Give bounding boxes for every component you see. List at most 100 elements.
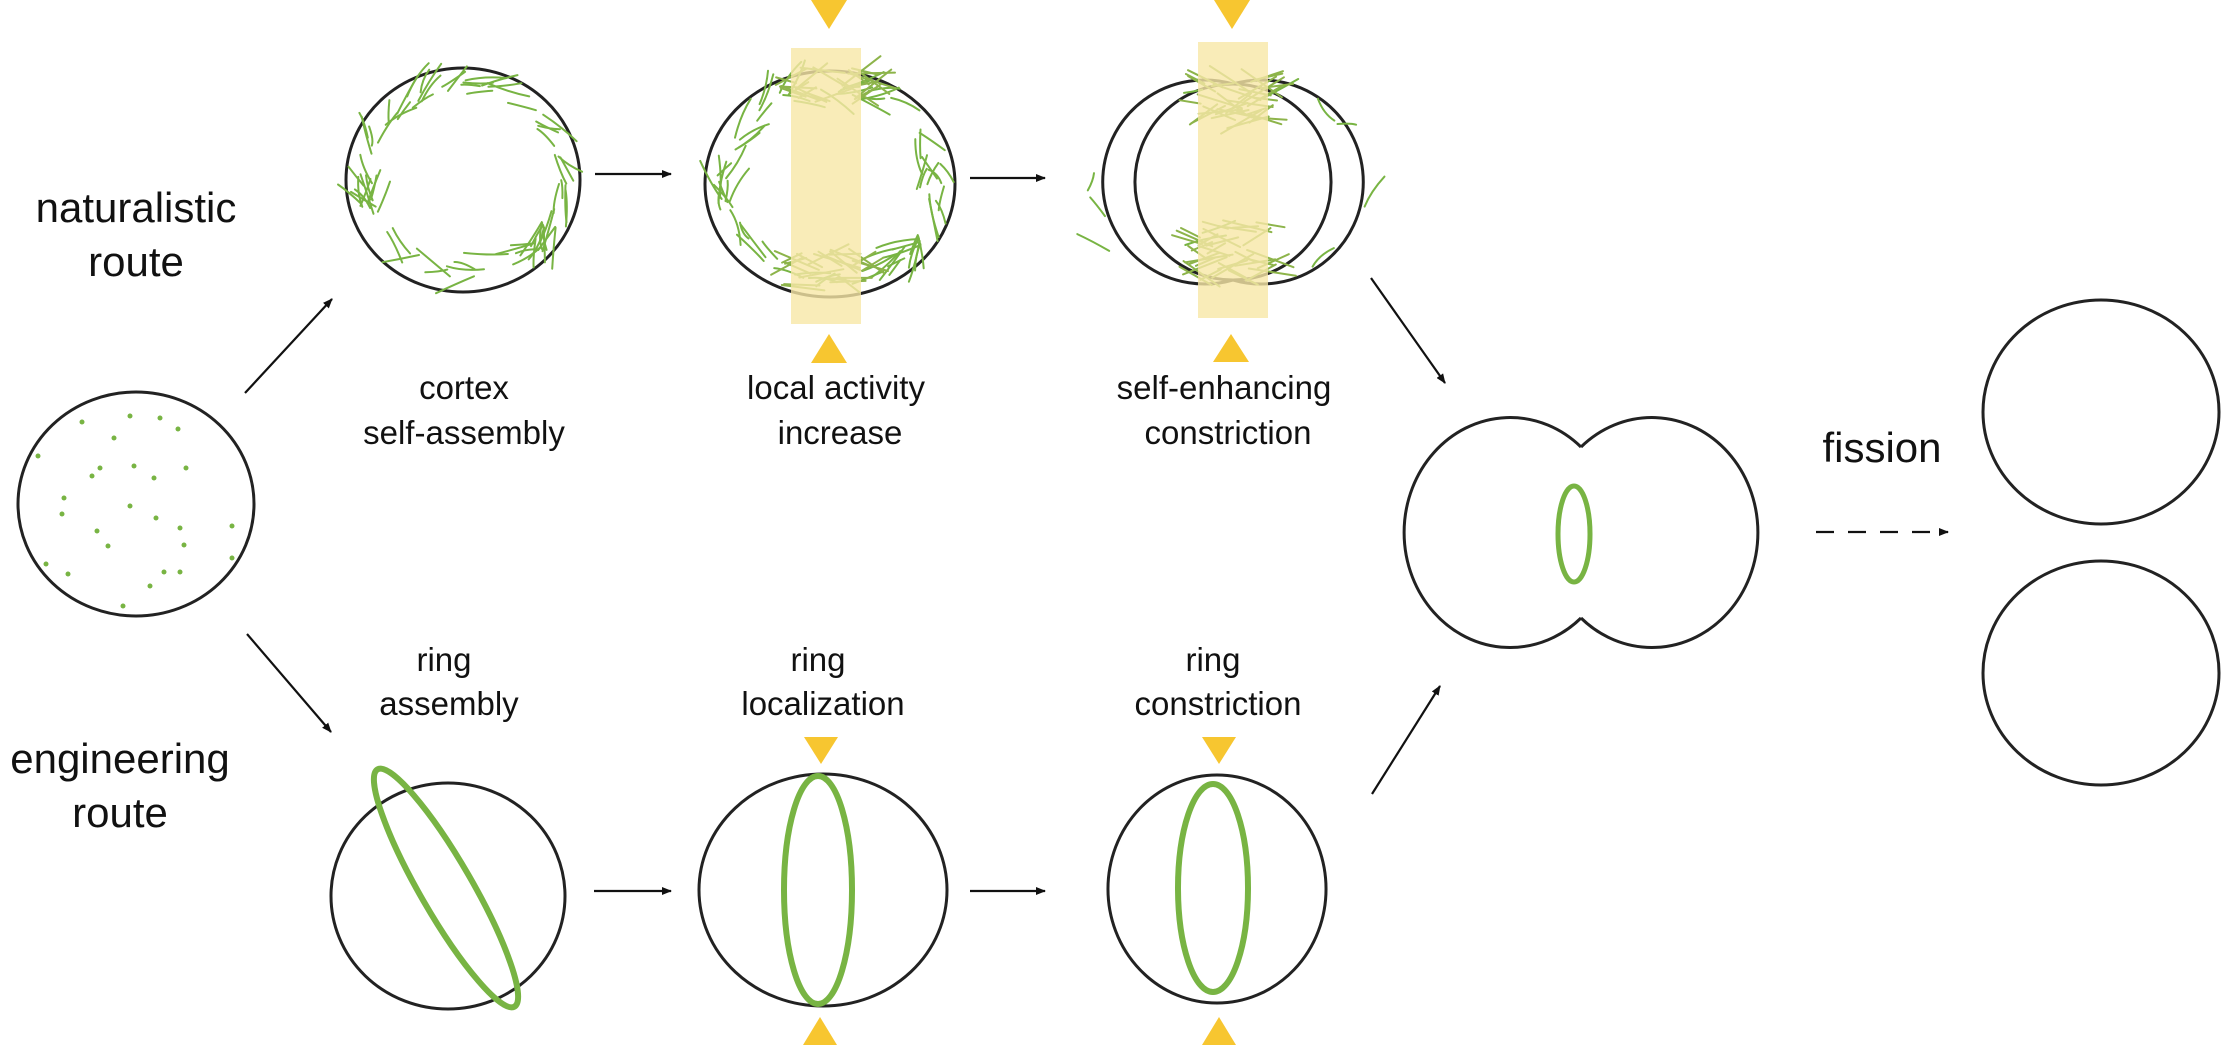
cell-outline-left [1402,416,1583,649]
actin-filament [553,153,568,185]
actin-filament [861,253,896,272]
actin-filament [347,165,365,187]
actin-filament [717,188,722,211]
actin-filament [560,179,564,200]
local-activity-label-line1: local activity [747,369,925,406]
actin-filament [519,221,543,257]
actin-filament [914,138,924,175]
actin-filament [464,76,507,82]
actin-filament [907,237,920,269]
self-enhancing-label-line2: constriction [1145,414,1312,451]
actin-monomer-dots [35,413,235,609]
actin-filament [712,183,734,209]
actin-filament [447,65,468,92]
actin-filament [928,193,940,239]
actin-filament [728,167,750,203]
signal-marker-bottom [803,1017,837,1045]
actin-filament [542,113,578,143]
actin-filament [424,268,449,274]
actin-filament [738,123,770,141]
actin-filament [396,74,419,115]
actin-filament [536,128,556,147]
actin-filament [939,162,955,184]
central-actin-ring [781,773,855,1007]
arrow-engineering-to-merge [1371,685,1441,795]
actin-filament [387,99,391,123]
ring-localization-label-line1: ring [790,641,845,678]
actin-filament [758,69,769,106]
self-enhancing-constriction-cell [1076,0,1386,362]
actin-filament [417,62,443,102]
daughter-cell-bottom [1981,559,2221,787]
activity-highlight-band [791,48,861,324]
cell-outline-right [1216,773,1328,1005]
actin-filament [1089,196,1106,218]
cell-outline-right [1579,416,1760,649]
actin-filament [359,173,375,215]
actin-filament [915,154,928,190]
actin-filament [539,210,553,243]
constricting-actin-ring [1175,781,1251,995]
actin-filament [532,237,537,269]
actin-filament [934,199,947,225]
actin-filament [1316,97,1336,122]
actin-filament [396,101,411,121]
signal-marker-bottom [1202,1017,1236,1045]
signal-marker-top [1202,737,1236,764]
actin-filament [512,247,541,266]
arrow-start-to-engineering [246,633,332,733]
actin-filament [376,180,391,213]
actin-filament [445,265,485,271]
arrow-naturalistic-to-merge [1370,277,1446,384]
actin-filament [861,256,885,272]
naturalistic-route-label-line1: naturalistic [36,184,237,231]
actin-filament [1311,247,1335,268]
arrow-start-to-naturalistic [244,298,333,394]
actin-cortex-fibers [337,62,584,295]
actin-filament [507,101,537,112]
actin-filament [729,209,742,246]
actin-filament [878,245,906,281]
actin-filament [854,68,893,100]
actin-filament [890,96,921,112]
fission-label: fission [1822,424,1941,471]
actin-filament [486,82,531,98]
signal-marker-top [811,0,847,29]
actin-filament [420,74,442,103]
actin-filament [441,70,467,88]
actin-filament [419,68,431,94]
actin-filament [761,240,779,260]
actin-filament [514,248,536,255]
actin-filament [1178,99,1202,105]
actin-filament [542,227,548,251]
actin-filament [358,111,369,139]
tilted-actin-ring [370,765,522,1011]
actin-filament [737,131,761,149]
naturalistic-route-label-line2: route [88,238,184,285]
self-enhancing-label-line1: self-enhancing [1117,369,1332,406]
contracted-actin-ring [1555,483,1593,585]
actin-filament [891,240,921,251]
actin-filament [918,131,946,152]
ring-assembly-label-line2: assembly [379,685,519,722]
actin-filament [1171,234,1203,246]
local-activity-cell [699,0,957,363]
actin-filament [391,227,412,255]
actin-filament [435,275,475,295]
actin-filament [875,238,920,249]
ring-constriction-label-line1: ring [1185,641,1240,678]
actin-filament [386,231,404,264]
actin-filament [494,243,533,256]
actin-filament [725,144,747,180]
actin-filament [882,243,922,259]
signal-marker-bottom [1213,334,1249,362]
ring-localization-cell [697,737,949,1045]
ring-constriction-cell [1106,737,1328,1045]
dividing-cell [1402,416,1760,649]
actin-filament [368,125,374,147]
actin-filament [453,260,476,271]
start-cell [16,390,256,618]
signal-marker-top [804,737,838,764]
actin-filament [564,189,568,228]
actin-filament [919,167,928,189]
